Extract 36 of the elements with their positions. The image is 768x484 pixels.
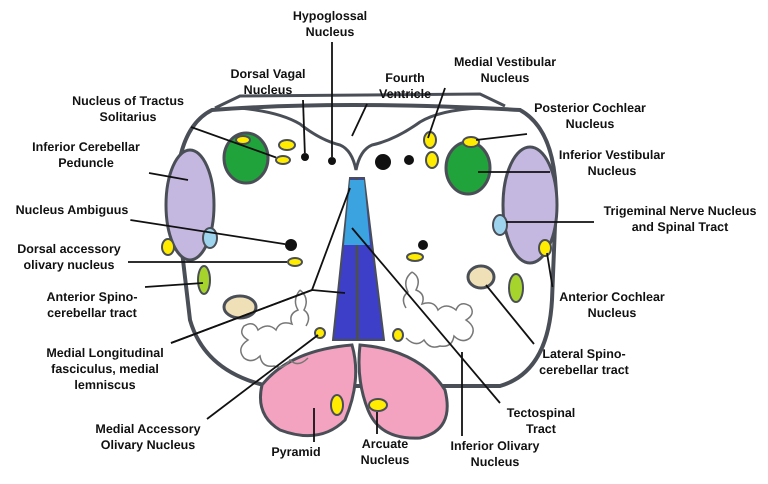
structure-label: Medial Longitudinal fasciculus, medial lemniscus <box>45 345 165 393</box>
structure-label: Medial Accessory Olivary Nucleus <box>94 421 202 453</box>
leader-line <box>331 42 333 157</box>
leader-line <box>376 412 378 434</box>
structure-label: Inferior Olivary Nucleus <box>450 438 540 470</box>
structure-label: Medial Vestibular Nucleus <box>452 54 558 86</box>
leader-line <box>144 282 204 288</box>
leader-line <box>461 352 463 436</box>
structure-label: Pyramid <box>271 444 321 460</box>
leader-line <box>546 252 554 288</box>
leader-line <box>170 289 346 344</box>
leader-line <box>506 221 594 223</box>
leader-line <box>351 227 501 404</box>
structure-label: Nucleus of Tractus Solitarius <box>71 93 185 125</box>
structure-label: Trigeminal Nerve Nucleus and Spinal Tract <box>602 203 758 235</box>
leader-line <box>128 261 287 263</box>
leader-line <box>130 219 286 245</box>
structure-label: Dorsal Vagal Nucleus <box>229 66 307 98</box>
leader-line <box>148 172 188 181</box>
leader-line <box>478 171 550 173</box>
structure-label: Arcuate Nucleus <box>360 436 410 468</box>
structure-label: Lateral Spino-cerebellar tract <box>538 346 630 378</box>
structure-label: Anterior Cochlear Nucleus <box>558 289 666 321</box>
structure-label: Tectospinal Tract <box>506 405 576 437</box>
structure-label: Anterior Spino-cerebellar tract <box>46 289 138 321</box>
structure-label: Hypoglossal Nucleus <box>292 8 368 40</box>
leader-line <box>476 133 528 141</box>
structure-label: Posterior Cochlear Nucleus <box>533 100 647 132</box>
structure-label: Inferior Vestibular Nucleus <box>558 147 666 179</box>
structure-label: Dorsal accessory olivary nucleus <box>16 241 122 273</box>
leader-line <box>351 104 368 136</box>
structure-label: Fourth Ventricle <box>378 70 432 102</box>
structure-label: Inferior Cerebellar Peduncle <box>31 139 141 171</box>
structure-label: Nucleus Ambiguus <box>16 202 128 218</box>
leader-line <box>302 100 306 154</box>
leader-line <box>206 334 319 420</box>
